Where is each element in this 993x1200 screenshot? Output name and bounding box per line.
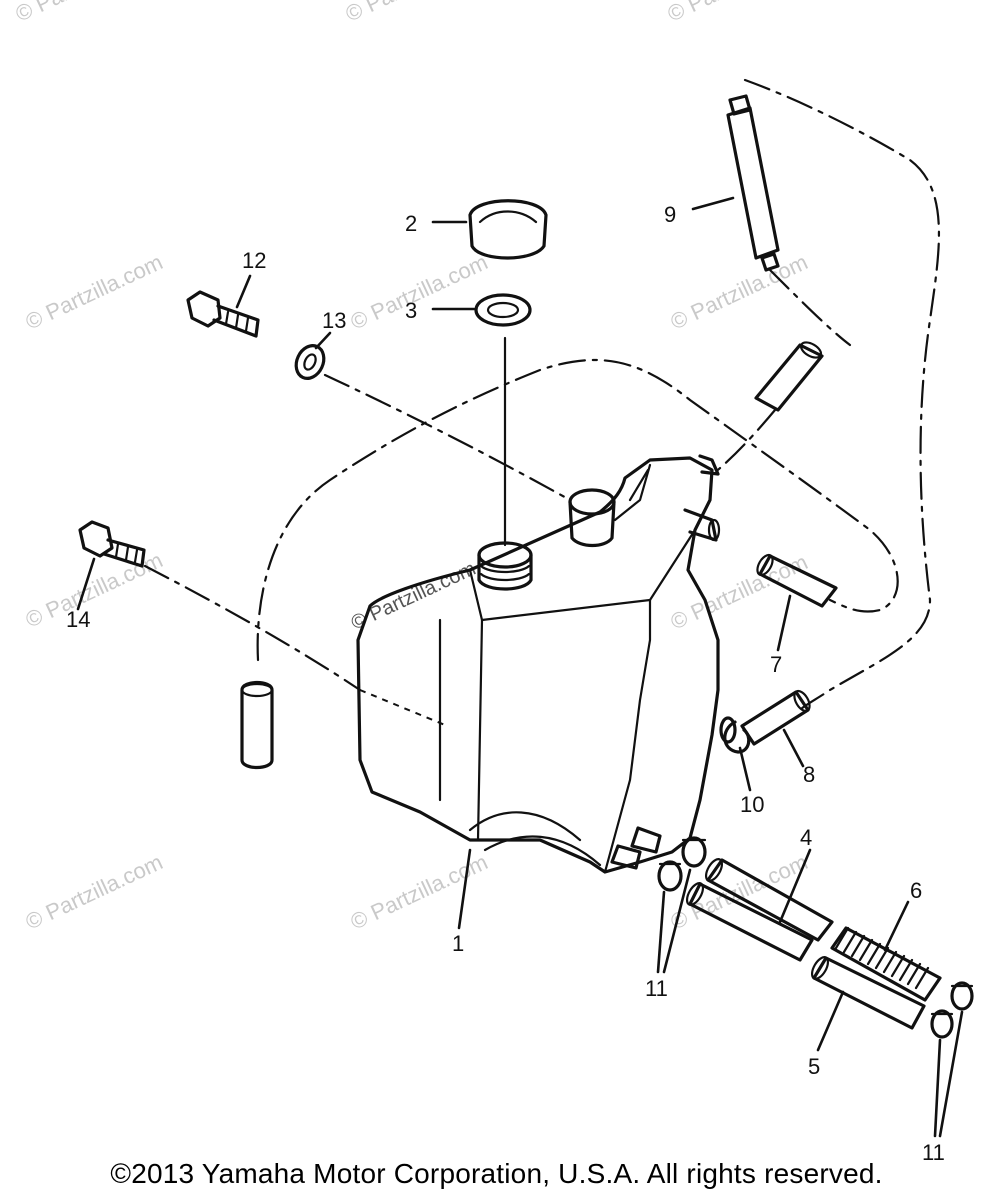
watermark: © Partzilla.com [12, 0, 157, 27]
callout-14: 14 [66, 607, 90, 632]
callout-2: 2 [405, 211, 417, 236]
leader-lines [76, 196, 964, 1138]
watermark: © Partzilla.com [347, 849, 492, 934]
spring-6 [830, 926, 942, 1002]
assembly-lines [143, 78, 941, 726]
callout-13: 13 [322, 308, 346, 333]
callout-9: 9 [664, 202, 676, 227]
hose-lower [685, 882, 814, 962]
oil-tank [356, 454, 737, 874]
clamps-11-left [657, 836, 707, 892]
clip-10 [723, 720, 751, 754]
washer-13 [294, 344, 326, 380]
callout-3: 3 [405, 298, 417, 323]
callout-6: 6 [910, 878, 922, 903]
callout-10: 10 [740, 792, 764, 817]
clamps-11-right [930, 981, 974, 1039]
callout-labels: 1 2 3 4 5 6 7 8 9 10 11 11 12 13 14 [66, 202, 945, 1165]
watermark: © Partzilla.com [347, 249, 492, 334]
hose-mid [754, 341, 824, 412]
callout-11-left: 11 [645, 976, 668, 1001]
hose-5 [810, 956, 926, 1030]
watermark: © Partzilla.com [22, 249, 167, 334]
watermark: © Partzilla.com [348, 558, 479, 635]
filler-cap [468, 199, 548, 260]
bolt-12 [186, 290, 260, 338]
callout-8: 8 [803, 762, 815, 787]
hose-7 [756, 553, 838, 608]
callout-5: 5 [808, 1054, 820, 1079]
hose-4 [704, 858, 834, 942]
watermark: © Partzilla.com [342, 0, 487, 27]
watermark: © Partzilla.com [22, 849, 167, 934]
watermark: © Partzilla.com [664, 0, 809, 27]
callout-1: 1 [452, 931, 464, 956]
watermarks: © Partzilla.com © Partzilla.com © Partzi… [12, 0, 812, 935]
callout-12: 12 [242, 248, 266, 273]
callout-7: 7 [770, 652, 782, 677]
hose-9 [726, 94, 780, 272]
bolt-14 [78, 520, 146, 568]
watermark: © Partzilla.com [667, 249, 812, 334]
copyright-notice: ©2013 Yamaha Motor Corporation, U.S.A. A… [110, 1158, 883, 1189]
callout-11-right: 11 [922, 1140, 945, 1165]
cap-gasket [474, 293, 532, 327]
hose-left [240, 680, 274, 770]
callout-4: 4 [800, 825, 812, 850]
hose-8 [740, 689, 811, 746]
